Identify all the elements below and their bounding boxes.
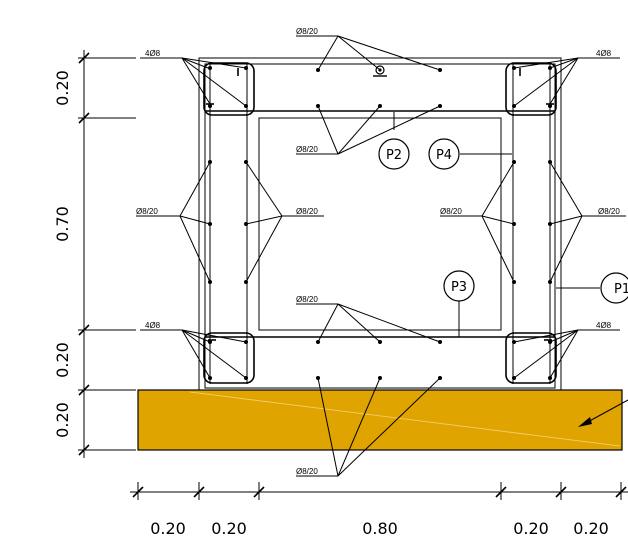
- dim-vertical-1: 0.20: [53, 70, 72, 106]
- vertical-dimension-line: [78, 50, 136, 458]
- callout-p2: P2: [378, 138, 410, 170]
- label-corner-bottom-left: 4Ø8: [145, 321, 161, 330]
- footing-block: [137, 389, 623, 451]
- svg-text:P4: P4: [436, 148, 452, 163]
- inner-opening-outline: [258, 117, 502, 331]
- label-stirrup-top: Ø8/20: [296, 27, 318, 36]
- footing-hatch-line: [189, 391, 621, 447]
- svg-text:P2: P2: [386, 148, 402, 163]
- stirrup-bottom-right: [505, 332, 557, 384]
- callout-p1-partial: P1: [600, 272, 628, 304]
- label-stirrup-left-inner: Ø8/20: [296, 207, 318, 216]
- leader-lines: [136, 35, 626, 477]
- svg-text:P1: P1: [614, 282, 628, 297]
- rebar-dots: [208, 66, 552, 380]
- horizontal-dimension-line: [130, 482, 628, 500]
- dim-vertical-3: 0.20: [53, 342, 72, 378]
- label-corner-bottom-right: 4Ø8: [596, 321, 612, 330]
- label-stirrup-right-outer: Ø8/20: [598, 207, 620, 216]
- dim-horizontal-1: 0.20: [150, 519, 186, 538]
- callout-p4: P4: [428, 138, 460, 170]
- label-stirrup-right-inner: Ø8/20: [440, 207, 462, 216]
- label-corner-top-left: 4Ø8: [145, 49, 161, 58]
- dim-vertical-4: 0.20: [53, 402, 72, 438]
- label-stirrup-left-outer: Ø8/20: [136, 207, 158, 216]
- label-stirrup-under-top: Ø8/20: [296, 145, 318, 154]
- stirrup-hooks: [206, 68, 554, 341]
- wall-outer-outline-2: [204, 63, 556, 389]
- label-stirrup-bottom: Ø8/20: [296, 467, 318, 476]
- dim-horizontal-4: 0.20: [513, 519, 549, 538]
- label-stirrup-above-bottom: Ø8/20: [296, 295, 318, 304]
- dim-horizontal-2: 0.20: [211, 519, 247, 538]
- label-corner-top-right: 4Ø8: [596, 49, 612, 58]
- stirrup-top-right: [505, 62, 557, 116]
- callout-p3: P3: [443, 270, 475, 302]
- stirrup-top-left: [203, 62, 255, 116]
- anchor-symbol: [373, 65, 387, 77]
- dim-horizontal-3: 0.80: [362, 519, 398, 538]
- wall-outer-outline: [198, 57, 562, 391]
- footing-arrow: [578, 399, 628, 427]
- dim-horizontal-5: 0.20: [573, 519, 609, 538]
- stirrup-bottom-left: [203, 332, 255, 384]
- dim-vertical-2: 0.70: [53, 206, 72, 242]
- svg-text:P3: P3: [451, 280, 467, 295]
